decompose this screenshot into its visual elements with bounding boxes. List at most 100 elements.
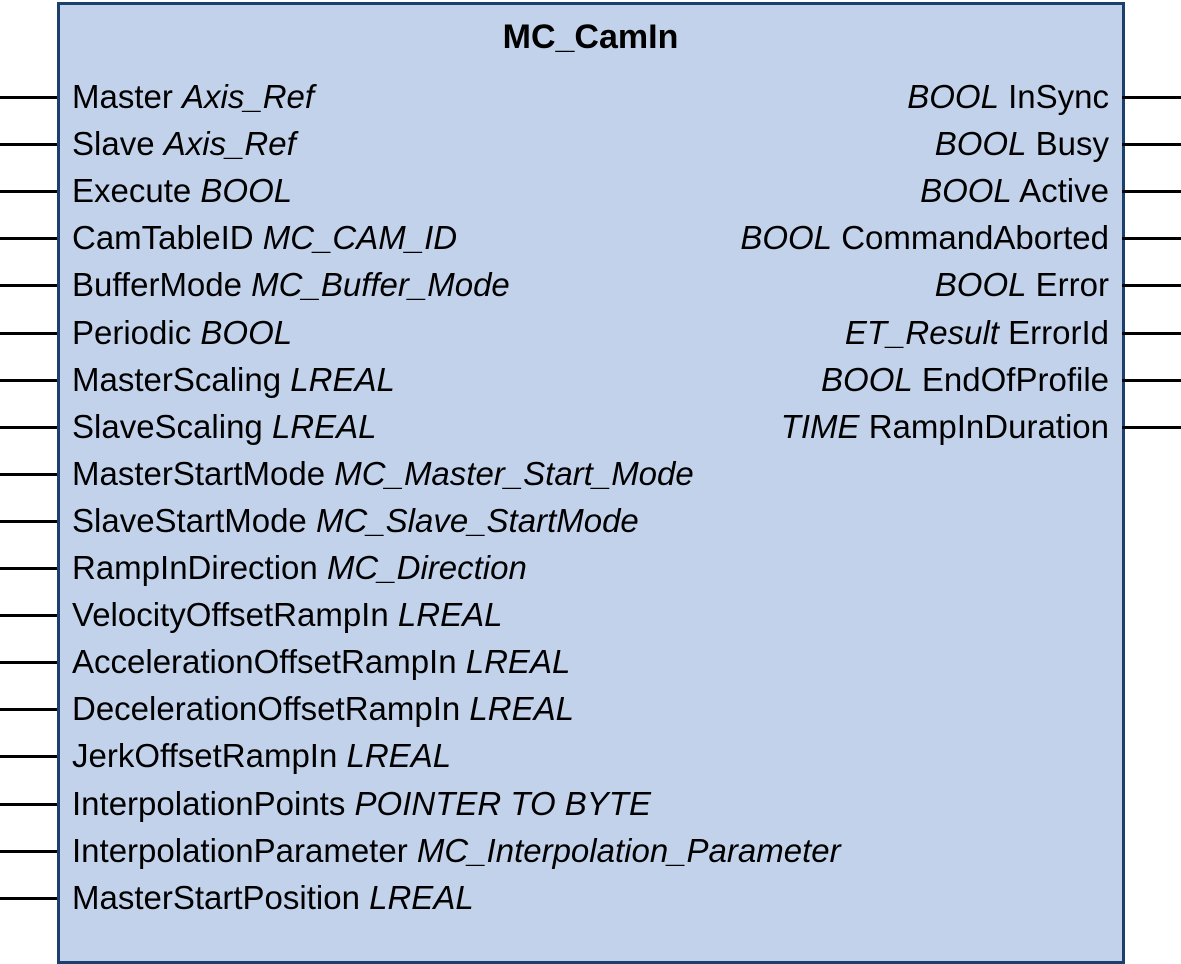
input-pin-type: MC_Direction [326, 549, 527, 586]
input-pin: MasterStartPosition LREAL [72, 878, 474, 918]
input-pin: MasterScaling LREAL [72, 360, 395, 400]
input-pin-name: Master [72, 78, 173, 115]
output-pin-type: TIME [780, 408, 860, 445]
input-pin-type: BOOL [200, 172, 293, 209]
output-pin: TIME RampInDuration [781, 407, 1109, 447]
input-pin-name: MasterStartMode [72, 455, 326, 492]
output-connector-line [1122, 190, 1181, 193]
input-pin-name: Execute [72, 172, 192, 209]
input-pin: InterpolationParameter MC_Interpolation_… [72, 831, 841, 871]
output-pin: BOOL InSync [907, 77, 1109, 117]
input-connector-line [0, 614, 57, 617]
block-title: MC_CamIn [502, 18, 679, 56]
input-pin: RampInDirection MC_Direction [72, 548, 527, 588]
function-block [57, 2, 1125, 964]
input-pin-type: Axis_Ref [182, 78, 315, 115]
input-pin-name: InterpolationPoints [72, 785, 346, 822]
output-connector-line [1122, 96, 1181, 99]
output-pin-name: Busy [1035, 125, 1109, 162]
output-pin-name: Active [1019, 172, 1109, 209]
input-pin-type: MC_Interpolation_Parameter [416, 832, 841, 869]
output-pin: ET_Result ErrorId [845, 313, 1109, 353]
input-connector-line [0, 426, 57, 429]
input-pin: SlaveStartMode MC_Slave_StartMode [72, 501, 639, 541]
output-connector-line [1122, 237, 1181, 240]
input-pin-type: MC_CAM_ID [262, 219, 458, 256]
input-pin-name: DecelerationOffsetRampIn [72, 690, 461, 727]
input-pin: BufferMode MC_Buffer_Mode [72, 265, 510, 305]
input-pin: JerkOffsetRampIn LREAL [72, 736, 451, 776]
output-pin-type: BOOL [934, 266, 1027, 303]
output-pin-name: Error [1035, 266, 1109, 303]
output-pin-type: BOOL [821, 361, 913, 398]
input-connector-line [0, 284, 57, 287]
input-connector-line [0, 237, 57, 240]
input-pin: InterpolationPoints POINTER TO BYTE [72, 784, 651, 824]
input-connector-line [0, 708, 57, 711]
input-pin-type: MC_Buffer_Mode [251, 266, 510, 303]
input-pin-name: JerkOffsetRampIn [72, 737, 338, 774]
output-pin-name: ErrorId [1008, 314, 1109, 351]
input-pin-name: CamTableID [72, 219, 254, 256]
input-pin: CamTableID MC_CAM_ID [72, 218, 457, 258]
output-connector-line [1122, 284, 1181, 287]
output-pin-type: BOOL [740, 219, 833, 256]
input-pin-type: LREAL [469, 690, 574, 727]
output-pin-name: EndOfProfile [921, 361, 1109, 398]
input-pin: AccelerationOffsetRampIn LREAL [72, 642, 570, 682]
output-pin: BOOL EndOfProfile [821, 360, 1109, 400]
input-pin-type: LREAL [465, 643, 571, 680]
input-connector-line [0, 567, 57, 570]
output-pin: BOOL Busy [935, 124, 1109, 164]
input-pin-type: Axis_Ref [163, 125, 296, 162]
input-connector-line [0, 661, 57, 664]
input-connector-line [0, 96, 57, 99]
output-pin-name: RampInDuration [868, 408, 1109, 445]
input-pin-type: MC_Slave_StartMode [315, 502, 639, 539]
input-pin: Master Axis_Ref [72, 77, 314, 117]
input-pin-name: SlaveStartMode [72, 502, 307, 539]
input-connector-line [0, 850, 57, 853]
output-pin-type: BOOL [934, 125, 1027, 162]
input-pin-name: BufferMode [72, 266, 242, 303]
input-connector-line [0, 803, 57, 806]
input-pin: Periodic BOOL [72, 313, 292, 353]
input-pin-name: MasterStartPosition [72, 879, 360, 916]
input-pin-name: Periodic [72, 314, 192, 351]
output-pin: BOOL Error [935, 265, 1109, 305]
input-pin-type: LREAL [397, 596, 503, 633]
output-connector-line [1122, 143, 1181, 146]
input-pin-type: LREAL [369, 879, 474, 916]
input-pin-name: VelocityOffsetRampIn [72, 596, 389, 633]
output-pin-type: ET_Result [844, 314, 999, 351]
input-connector-line [0, 143, 57, 146]
input-connector-line [0, 379, 57, 382]
input-pin-type: POINTER TO BYTE [354, 785, 651, 822]
input-pin-name: RampInDirection [72, 549, 318, 586]
input-pin-name: AccelerationOffsetRampIn [72, 643, 457, 680]
output-connector-line [1122, 426, 1181, 429]
input-connector-line [0, 473, 57, 476]
output-pin: BOOL Active [920, 171, 1109, 211]
input-connector-line [0, 520, 57, 523]
input-pin: MasterStartMode MC_Master_Start_Mode [72, 454, 694, 494]
input-pin-name: InterpolationParameter [72, 832, 408, 869]
input-pin-type: LREAL [271, 408, 377, 445]
input-pin-type: MC_Master_Start_Mode [334, 455, 694, 492]
input-pin-name: Slave [72, 125, 155, 162]
output-connector-line [1122, 332, 1181, 335]
output-pin-name: InSync [1008, 78, 1109, 115]
input-pin-type: LREAL [346, 737, 452, 774]
input-connector-line [0, 190, 57, 193]
input-connector-line [0, 755, 57, 758]
input-pin-type: LREAL [290, 361, 395, 398]
output-pin-type: BOOL [920, 172, 1012, 209]
input-pin-type: BOOL [200, 314, 293, 351]
input-pin-name: SlaveScaling [72, 408, 263, 445]
input-pin: DecelerationOffsetRampIn LREAL [72, 689, 574, 729]
output-pin: BOOL CommandAborted [740, 218, 1109, 258]
input-pin: Execute BOOL [72, 171, 292, 211]
output-connector-line [1122, 379, 1181, 382]
input-pin: SlaveScaling LREAL [72, 407, 377, 447]
input-connector-line [0, 332, 57, 335]
